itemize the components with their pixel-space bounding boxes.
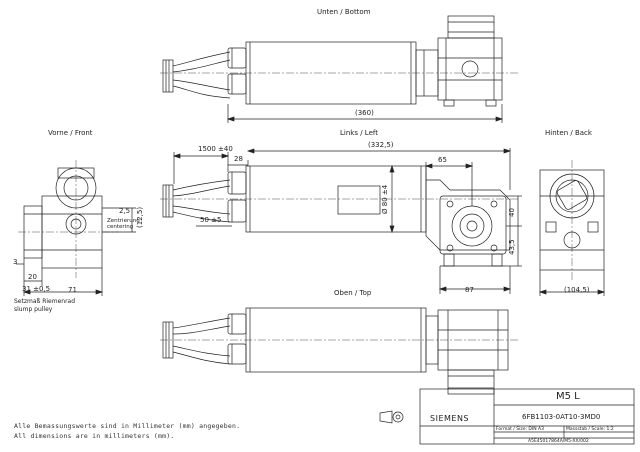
title-text: M5 L	[556, 391, 580, 402]
dim-front-71: 71	[68, 286, 77, 294]
dim-centering: Zentrierung centering	[107, 218, 140, 230]
front-view	[16, 160, 136, 296]
dim-28: 28	[234, 155, 243, 163]
company-logo: SIEMENS	[430, 414, 470, 423]
dim-left-length: (332,5)	[368, 141, 394, 149]
note-english: All dimensions are in millimeters (mm).	[14, 432, 175, 440]
dim-43-5: 43,5	[508, 239, 516, 255]
title-block-frame	[379, 388, 635, 445]
dim-65: 65	[438, 156, 447, 164]
back-view	[538, 160, 606, 296]
left-view	[160, 148, 522, 294]
dim-back-104-5: (104,5)	[564, 286, 590, 294]
view-title-left: Links / Left	[340, 129, 378, 137]
dim-cable-length: 1500 ±40	[198, 145, 233, 153]
view-title-top: Oben / Top	[334, 289, 372, 297]
top-view	[160, 307, 520, 395]
centering-text: Zentrierung centering	[107, 218, 140, 230]
dim-front-3: 3	[13, 258, 18, 266]
view-title-bottom: Unten / Bottom	[317, 8, 371, 16]
view-title-back: Hinten / Back	[545, 129, 592, 137]
note-german: Alle Bemassungswerte sind in Millimeter …	[14, 422, 241, 430]
pulley-note-text: Setzmaß Riemenrad slump pulley	[14, 298, 76, 313]
dim-front-20: 20	[28, 273, 37, 281]
pulley-note: Setzmaß Riemenrad slump pulley	[14, 298, 75, 314]
dim-bottom-length: (360)	[355, 109, 374, 117]
dim-front-31: 31 ±0,5	[22, 285, 51, 293]
scale-text: Massstab / Scale: 1:2	[566, 427, 614, 432]
bottom-view	[160, 15, 520, 123]
dim-87: 87	[465, 286, 474, 294]
dim-50: 50 ±5	[200, 216, 222, 224]
dim-40: 40	[508, 208, 516, 217]
dim-front-2-5: 2,5	[119, 207, 131, 215]
part-number: 6FB1103-0AT10-3MD0	[522, 413, 601, 421]
drawing-number: A5E45017864A/M5-XX/002	[528, 439, 589, 444]
format-text: Format / Size: DIN A3	[496, 427, 544, 432]
dim-diameter: Ø 80 ±4	[381, 184, 389, 214]
view-title-front: Vorne / Front	[48, 129, 93, 137]
